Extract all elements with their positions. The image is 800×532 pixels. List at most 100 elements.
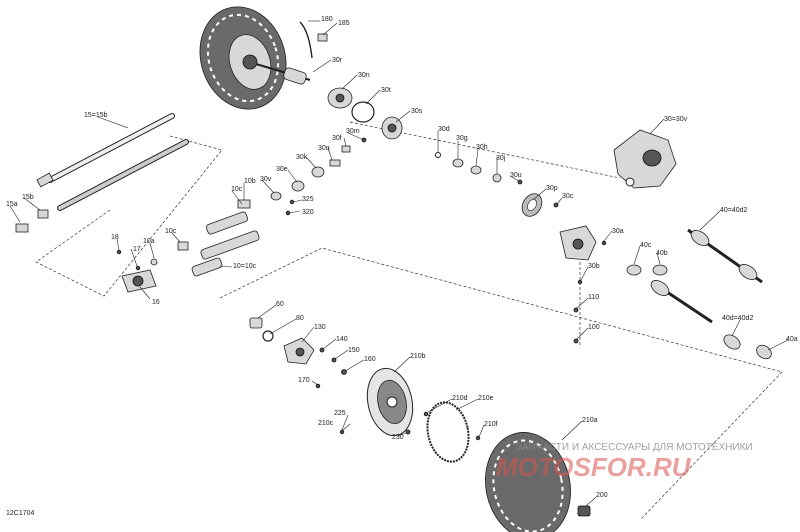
yoke-15a (15, 223, 29, 233)
label-30r: 30r (332, 57, 343, 64)
half-shaft-40-upper (687, 228, 763, 284)
bearing-support-16 (121, 269, 157, 293)
watermark: ЗАПЧАСТИ И АКСЕССУАРЫ ДЛЯ МОТОТЕХНИКИ MO… (496, 442, 753, 482)
label-210a: 210a (582, 417, 598, 424)
part-30q (329, 159, 341, 167)
label-15b: 15b (22, 194, 34, 201)
label-10b: 10b (244, 178, 256, 185)
sensor-cable-180 (299, 21, 313, 59)
bolt-210c (339, 429, 345, 435)
label-110: 110 (588, 294, 599, 301)
driveshaft-10 (191, 211, 260, 277)
bearing-60 (249, 317, 263, 329)
label-30k: 30k (296, 154, 308, 161)
label-15-eq-15b: 15=15b (84, 112, 108, 119)
label-160: 160 (364, 356, 376, 363)
label-80: 80 (296, 315, 304, 322)
part-10a (150, 258, 158, 266)
label-130: 130 (314, 324, 326, 331)
cv-boot-top (283, 67, 307, 85)
bolt-30a (601, 240, 607, 246)
ring-gear-30p (521, 193, 543, 217)
valve-230 (405, 429, 411, 435)
label-10-eq-10c: 10=10c (233, 263, 257, 270)
part-30h (470, 165, 482, 175)
label-30e: 30e (276, 166, 288, 173)
oring-30t (351, 101, 375, 123)
part-labels: 180 185 30r 30n 30t 30s 30m 30f 30q 30d … (6, 16, 798, 499)
part-30e (291, 180, 305, 192)
label-320: 320 (302, 209, 314, 216)
label-30m: 30m (346, 128, 360, 135)
label-210c: 210c (318, 420, 334, 427)
beadlock-ring-210e (426, 401, 470, 463)
label-30u: 30u (510, 172, 522, 179)
label-60: 60 (276, 301, 284, 308)
part-30f (341, 145, 351, 153)
label-40b: 40b (656, 250, 668, 257)
bolt-110 (573, 307, 579, 313)
label-30t: 30t (381, 87, 391, 94)
driveshaft-group-outline (35, 135, 223, 297)
label-30c: 30c (562, 193, 574, 200)
part-30j (492, 173, 502, 183)
circlip-80 (262, 330, 274, 342)
housing-cover-30a (559, 225, 597, 261)
label-30q: 30q (318, 145, 330, 152)
part-30k (311, 166, 325, 178)
part-30g (452, 158, 464, 168)
diagram-code: 12C1704 (6, 510, 35, 517)
label-210f: 210f (484, 421, 498, 428)
bolt-30b (577, 279, 583, 285)
label-30s: 30s (411, 108, 423, 115)
top-tire (199, 6, 287, 110)
label-30h: 30h (476, 144, 488, 151)
part-10c (177, 241, 189, 251)
label-40d-eq-40d2: 40d=40d2 (722, 315, 753, 322)
label-10c-mid: 10c (165, 228, 177, 235)
label-100: 100 (588, 324, 600, 331)
label-210e: 210e (478, 395, 494, 402)
watermark-brand: MOTOSFOR.RU (496, 452, 692, 482)
label-210b: 210b (410, 353, 426, 360)
label-210d: 210d (452, 395, 468, 402)
label-16: 16 (152, 299, 160, 306)
label-40-eq-40d2: 40=40d2 (720, 207, 748, 214)
label-30-eq-30v: 30=30v (664, 116, 688, 123)
label-17: 17 (133, 246, 141, 253)
label-30d: 30d (438, 126, 450, 133)
label-30g: 30g (456, 135, 468, 142)
bearing-plate-30n (327, 87, 353, 109)
label-40a: 40a (786, 336, 798, 343)
yoke-15b (37, 209, 49, 219)
label-225: 225 (334, 410, 346, 417)
label-170: 170 (298, 377, 310, 384)
label-150: 150 (348, 347, 360, 354)
label-18: 18 (111, 234, 119, 241)
bottom-tire-210a (485, 432, 571, 532)
hub-130 (283, 337, 315, 365)
label-185: 185 (338, 20, 350, 27)
label-30b: 30b (588, 263, 600, 270)
label-30p: 30p (546, 185, 558, 192)
clip-185 (317, 33, 328, 42)
bolt-210d (423, 411, 429, 417)
part-40b (652, 264, 668, 276)
bolt-17 (135, 265, 141, 271)
label-10c-top: 10c (231, 186, 243, 193)
differential-30s (381, 116, 403, 140)
label-10a: 10a (143, 238, 155, 245)
label-325: 325 (302, 196, 314, 203)
driveshaft-15 (36, 113, 189, 211)
bolt-18 (116, 249, 122, 255)
label-200: 200 (596, 492, 608, 499)
rim-210b (366, 367, 414, 437)
watermark-tagline: ЗАПЧАСТИ И АКСЕССУАРЫ ДЛЯ МОТОТЕХНИКИ (516, 442, 753, 453)
half-shaft-40-lower (650, 280, 713, 324)
label-30v: 30v (260, 176, 272, 183)
washer-30d (435, 152, 441, 158)
part-40a (756, 344, 772, 360)
wheel-group-outline (219, 247, 783, 521)
